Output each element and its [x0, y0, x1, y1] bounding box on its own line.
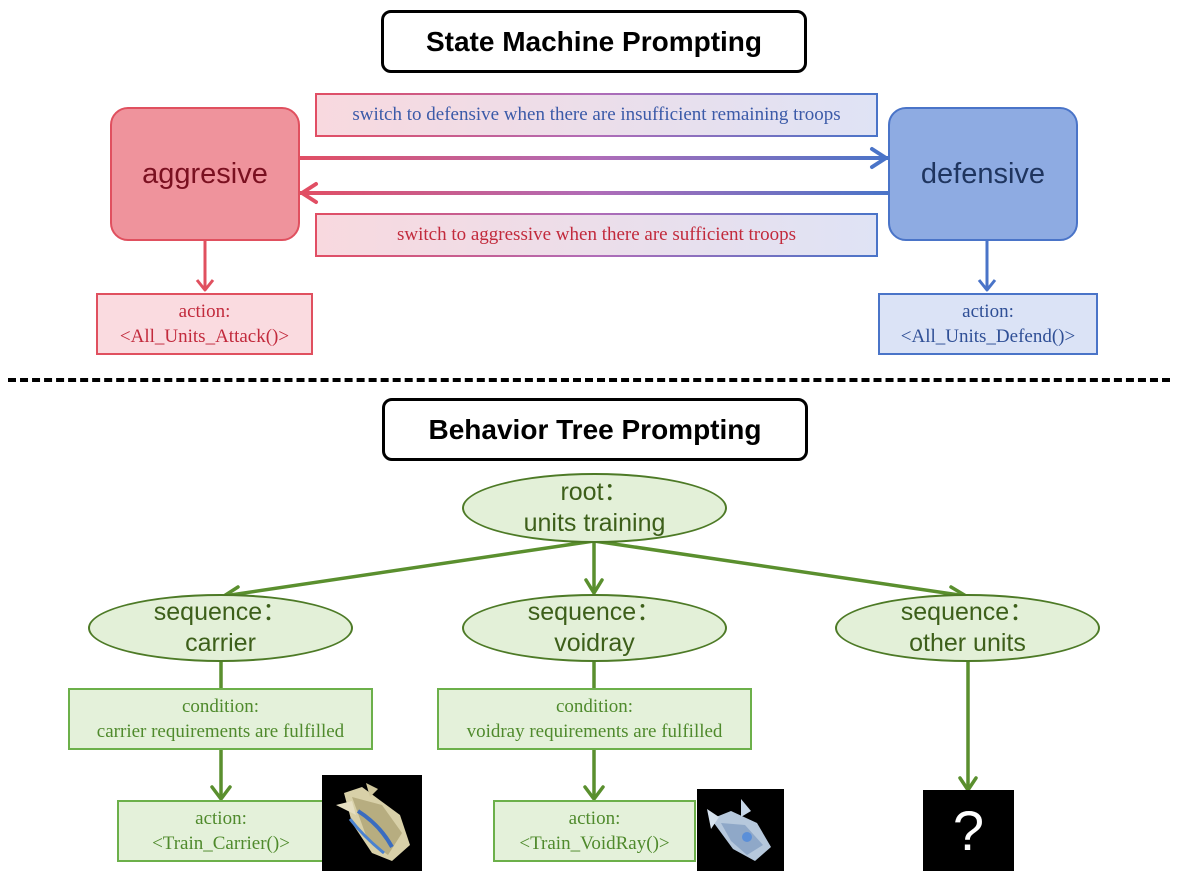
unknown-unit-placeholder: ? [923, 790, 1014, 871]
action-function: <All_Units_Defend()> [900, 326, 1076, 347]
node-name: carrier [185, 629, 256, 657]
state-machine-title: State Machine Prompting [381, 10, 807, 73]
transition-label-to-aggressive: switch to aggressive when there are suff… [315, 213, 878, 257]
action-box-train-voidray: action: <Train_VoidRay()> [493, 800, 696, 862]
edge-carrier-condition-to-action [210, 748, 232, 801]
node-type: root： [560, 478, 629, 506]
condition-box-carrier: condition: carrier requirements are fulf… [68, 688, 373, 750]
carrier-unit-image [322, 775, 422, 871]
transition-label-to-defensive: switch to defensive when there are insuf… [315, 93, 878, 137]
action-label: action: [178, 301, 231, 322]
edge-root-to-other-units [592, 539, 968, 604]
behavior-tree-title: Behavior Tree Prompting [382, 398, 808, 461]
action-function: <All_Units_Attack()> [119, 326, 290, 347]
state-aggressive: aggresive [110, 107, 300, 241]
node-type: sequence： [153, 598, 288, 626]
condition-text: voidray requirements are fulfilled [466, 721, 723, 742]
edge-root-to-voidray [584, 539, 604, 595]
action-label: action: [962, 301, 1014, 322]
node-name: voidray [554, 629, 635, 657]
arrow-defensive-to-action [977, 240, 997, 292]
node-name: other units [909, 629, 1026, 657]
transition-arrow-to-aggressive [300, 182, 888, 204]
voidray-ship-icon [707, 799, 771, 861]
tree-node-sequence-voidray: sequence： voidray [462, 594, 727, 662]
condition-box-voidray: condition: voidray requirements are fulf… [437, 688, 752, 750]
condition-label: condition: [181, 696, 260, 717]
arrow-aggressive-to-action [195, 240, 215, 292]
action-box-train-carrier: action: <Train_Carrier()> [117, 800, 325, 862]
carrier-ship-icon [336, 783, 410, 861]
state-defensive: defensive [888, 107, 1078, 241]
action-function: <Train_VoidRay()> [519, 833, 670, 854]
edge-voidray-condition-to-action [583, 748, 605, 801]
section-divider [8, 378, 1170, 382]
node-type: sequence： [527, 598, 662, 626]
action-box-defensive: action: <All_Units_Defend()> [878, 293, 1098, 355]
edge-other-units-to-unknown [958, 660, 978, 792]
condition-text: carrier requirements are fulfilled [96, 721, 345, 742]
action-box-aggressive: action: <All_Units_Attack()> [96, 293, 313, 355]
voidray-unit-image [697, 789, 784, 871]
edge-root-to-carrier [222, 539, 596, 604]
condition-label: condition: [555, 696, 634, 717]
tree-node-sequence-carrier: sequence： carrier [88, 594, 353, 662]
node-name: units training [523, 509, 666, 537]
action-label: action: [568, 808, 621, 829]
tree-node-root: root： units training [462, 473, 727, 543]
tree-node-sequence-other-units: sequence： other units [835, 594, 1100, 662]
node-type: sequence： [900, 598, 1035, 626]
transition-arrow-to-defensive [300, 147, 888, 169]
action-label: action: [195, 808, 247, 829]
action-function: <Train_Carrier()> [152, 833, 290, 854]
